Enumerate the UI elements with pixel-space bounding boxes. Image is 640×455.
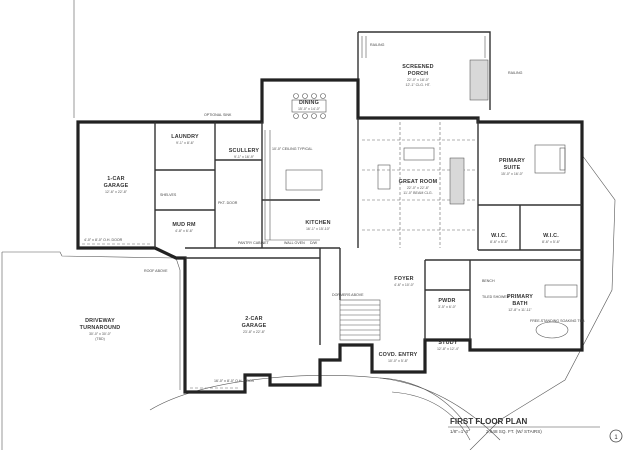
primary-suite-dims: 15'-0" x 16'-0": [501, 172, 524, 176]
porch-railing-left: [361, 36, 367, 58]
note-dormers: DORMERS ABOVE: [332, 293, 364, 297]
driveway-dims2: (TBD): [95, 337, 105, 341]
sheet-number: 1: [614, 435, 618, 441]
sofa: [403, 147, 435, 161]
wic2-dims: 8'-6" x 5'-6": [542, 240, 561, 244]
exterior-walls: [76, 78, 584, 394]
note-bench: BENCH: [482, 279, 495, 283]
property-line-right: [469, 154, 616, 451]
laundry-dims: 9'-1" x 8'-6": [176, 141, 195, 145]
laundry-label: LAUNDRY: [171, 134, 199, 140]
coffee-table: [377, 164, 391, 190]
plan-scale: 1/8"=1'-0": [450, 429, 470, 434]
primary-suite-label2: SUITE: [504, 165, 521, 171]
note-optional-sink: OPTIONAL SINK: [204, 113, 232, 117]
mud-room-dims: 4'-8" x 6'-6": [175, 229, 194, 233]
driveway-label: DRIVEWAY: [85, 318, 115, 324]
study-dims: 12'-8" x 12'-4": [437, 347, 460, 351]
powder-label: PWDR: [438, 298, 455, 304]
garage1-label2: GARAGE: [104, 183, 129, 189]
screened-porch-dims2: 12'-1" CLG. HT.: [406, 83, 431, 87]
primary-bath-label2: BATH: [512, 301, 527, 307]
mud-room-label: MUD RM: [172, 222, 196, 228]
porch-fireplace: [469, 59, 489, 101]
stairs: [339, 299, 381, 341]
study-label: STUDY: [438, 340, 457, 346]
property-line-left: [1, 0, 75, 450]
interior-walls: [154, 118, 582, 345]
note-tiled-shower: TILED SHOWER: [482, 295, 510, 299]
primary-bath-label: PRIMARY: [507, 294, 533, 300]
screened-porch-dims: 22'-0" x 18'-0": [407, 78, 430, 82]
note-railing-right: RAILING: [508, 71, 523, 75]
note-pantry-cabinet: PANTRY CABINET: [238, 241, 270, 245]
garage1-dims: 12'-6" x 22'-8": [105, 190, 128, 194]
dining-dims: 15'-0" x 14'-0": [298, 107, 321, 111]
driveway-outline: [2, 251, 501, 441]
scullery-label: SCULLERY: [229, 148, 260, 154]
note-railing-left: RAILING: [370, 43, 385, 47]
note-shelves: SHELVES: [160, 193, 177, 197]
driveway-dims: 30'-0" x 30'-0": [89, 332, 112, 336]
kitchen-dims: 16'-1" x 15'-10": [306, 227, 331, 231]
garage2-dims: 23'-8" x 22'-8": [243, 330, 266, 334]
note-roof-above: ROOF ABOVE: [144, 269, 168, 273]
garage2-label: 2-CAR: [245, 316, 262, 322]
sheet-marker: [609, 429, 623, 443]
dining-label: DINING: [299, 100, 319, 106]
covd-entry-dims: 10'-0" x 5'-8": [388, 359, 409, 363]
dining-table: [291, 93, 327, 119]
bed: [534, 144, 566, 174]
note-ceiling: 10'-0" CEILING TYPICAL: [272, 147, 312, 151]
great-room-dims: 22'-0" x 22'-8": [407, 186, 430, 190]
great-room-dims2: 11'-0" BEAM CLG.: [403, 191, 432, 195]
plan-title: FIRST FLOOR PLAN: [450, 417, 528, 426]
note-ovh-door2: 16'-0" x 8'-0" O.H. DOOR: [214, 379, 255, 383]
note-ovh-door: 4'-0" x 8'-0" O.H. DOOR: [84, 238, 123, 242]
kitchen-island: [285, 169, 323, 191]
soaking-tub: [535, 321, 569, 339]
wic2-label: W.I.C.: [543, 233, 559, 239]
screened-porch-label: SCREENED: [402, 64, 434, 70]
plan-area: 2,648 SQ. FT. (W/ STAIRS): [486, 429, 542, 434]
kitchen-label: KITCHEN: [305, 220, 330, 226]
great-room-label: GREAT ROOM: [399, 179, 438, 185]
foyer-dims: 4'-6" x 10'-0": [394, 283, 415, 287]
note-freestanding-tub: FREE-STANDING SOAKING TUB: [530, 319, 585, 323]
kitchen-counters: [264, 130, 320, 241]
screened-porch-label2: PORCH: [408, 71, 428, 77]
primary-bath-dims: 12'-8" x 11'-11": [508, 308, 532, 312]
great-room-beams: [362, 122, 476, 248]
note-dw: D/W: [310, 241, 318, 245]
primary-suite-label: PRIMARY: [499, 158, 525, 164]
garage2-label2: GARAGE: [242, 323, 267, 329]
powder-dims: 3'-5" x 6'-0": [438, 305, 457, 309]
vanity: [544, 284, 578, 298]
scullery-dims: 9'-1" x 16'-9": [234, 155, 255, 159]
driveway-label2: TURNAROUND: [80, 325, 121, 331]
great-room-fireplace: [449, 157, 465, 205]
wic1-dims: 8'-6" x 5'-6": [490, 240, 509, 244]
note-wall-oven: WALL OVEN: [284, 241, 305, 245]
wic1-label: W.I.C.: [491, 233, 507, 239]
covd-entry-label: COVD. ENTRY: [379, 352, 418, 358]
garage1-label: 1-CAR: [107, 176, 124, 182]
note-pkt-door: PKT. DOOR: [218, 201, 238, 205]
foyer-label: FOYER: [394, 276, 414, 282]
